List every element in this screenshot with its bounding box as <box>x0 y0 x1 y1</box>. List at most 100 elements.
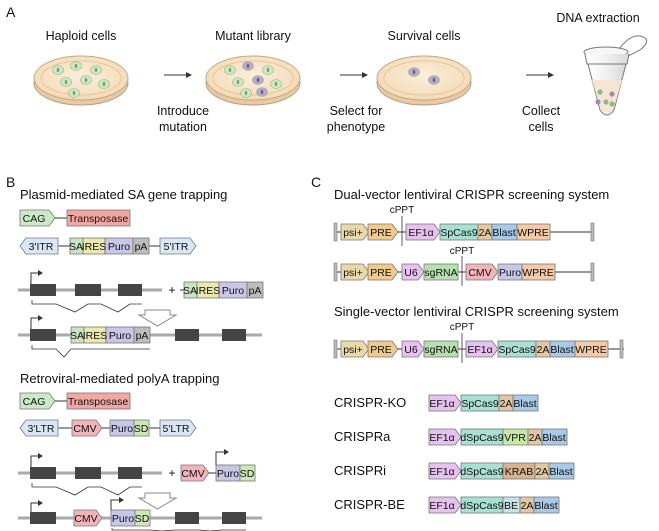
construct-ko <box>428 394 539 412</box>
ef1a-label-i: EF1α <box>429 466 454 478</box>
cell-nucleus <box>236 79 240 85</box>
itr-trap-construct <box>19 237 197 255</box>
itr3-shape <box>19 237 59 255</box>
u6-label-1: U6 <box>404 267 418 279</box>
ef1a-label-a: EF1α <box>429 432 454 444</box>
2a-label-ko: 2A <box>500 398 513 410</box>
cell-nucleus <box>102 81 106 87</box>
arrow-introduce <box>164 72 192 78</box>
gene-locus-1 <box>18 270 162 313</box>
cag-transposase-construct-2 <box>19 392 131 410</box>
puro-label-c: Puro <box>499 267 521 279</box>
puro-label-3: Puro <box>109 330 131 342</box>
dspcas9-label-a: dSpCas9 <box>460 432 503 444</box>
gene-locus-2 <box>18 453 162 496</box>
puro-label-5: Puro <box>112 513 134 525</box>
construct-be <box>428 496 560 514</box>
sa-label-2: SA <box>183 285 197 297</box>
system-label-i: CRISPRi <box>334 463 386 478</box>
2a-label-a: 2A <box>529 432 542 444</box>
psi-label-1: psi+ <box>343 227 363 239</box>
pellet-cell <box>597 89 603 95</box>
2a-label-i: 2A <box>536 466 549 478</box>
ltr-trap-construct <box>19 419 197 437</box>
pre-label-2: PRE <box>370 267 392 279</box>
cag-label-1: CAG <box>23 213 46 225</box>
sa-label: SA <box>69 241 83 253</box>
psi-label-3: psi+ <box>343 344 363 356</box>
cell-group-haploid <box>52 61 110 98</box>
wpre-label-3: WPRE <box>575 344 607 356</box>
blast-label-1: Blast <box>492 227 515 239</box>
cell-nucleus <box>260 89 264 95</box>
puro-label-retro: Puro <box>111 423 133 435</box>
psi-label-2: psi+ <box>343 267 363 279</box>
arrow-label-collect-1: Collect <box>522 104 561 118</box>
cell-group-survival <box>408 67 440 85</box>
blast-label-i: Blast <box>549 466 572 478</box>
transposase-label-1: Transposase <box>68 213 128 225</box>
trap-cassette-1 <box>180 281 264 299</box>
panel-c-letter: C <box>311 174 321 190</box>
cell-nucleus <box>256 77 260 83</box>
down-arrow-icon <box>137 309 178 327</box>
dspcas9-label-be: dSpCas9 <box>460 500 503 512</box>
plasmid-title: Plasmid-mediated SA gene trapping <box>20 187 227 202</box>
pellet-cell <box>603 99 609 105</box>
system-label-be: CRISPR-BE <box>334 497 405 512</box>
cell-nucleus <box>266 67 270 73</box>
retro-title: Retroviral-mediated polyA trapping <box>20 371 219 386</box>
system-label-ko: CRISPR-KO <box>334 395 406 410</box>
construct-i <box>428 462 575 480</box>
blast-label-a: Blast <box>542 432 565 444</box>
ires-label-2: IRES <box>196 285 221 297</box>
stage-label-dna-extraction: DNA extraction <box>556 11 639 25</box>
vpr-label: VPR <box>504 432 526 444</box>
trapped-locus-1 <box>18 315 262 358</box>
system-label-a: CRISPRa <box>334 429 391 444</box>
arrow-label-collect-2: cells <box>528 120 553 134</box>
cell-nucleus <box>244 90 248 96</box>
cmv-promoter-shape <box>71 419 103 437</box>
panel-b-letter: B <box>6 174 15 190</box>
cppt-label-2: cPPT <box>450 246 474 257</box>
arrow-select <box>340 72 368 78</box>
stage-label-survival: Survival cells <box>388 29 461 43</box>
blast-label-ko: Blast <box>513 398 536 410</box>
arrow-label-select-1: Select for <box>330 104 383 118</box>
sgrna-label-1: sgRNA <box>424 267 457 279</box>
stage-label-mutant-library: Mutant library <box>215 29 291 43</box>
itr5-shape <box>159 237 197 255</box>
spcas9-label-ko: SpCas9 <box>461 398 499 410</box>
2a-label-2: 2A <box>537 344 550 356</box>
pre-label-1: PRE <box>370 227 392 239</box>
ef1a-label-2: EF1α <box>467 344 492 356</box>
cell-nucleus <box>228 67 232 73</box>
cell-nucleus <box>412 69 416 75</box>
wpre-label-1: WPRE <box>517 227 549 239</box>
puro-label-2: Puro <box>222 285 244 297</box>
ltr3-label: 3'LTR <box>28 423 55 435</box>
plus-sign-2: + <box>168 466 175 480</box>
cmv-label-c: CMV <box>468 267 491 279</box>
puro-label: Puro <box>108 241 130 253</box>
pre-label-3: PRE <box>370 344 392 356</box>
cell-group-mutant <box>224 61 282 98</box>
arrow-label-introduce-1: Introduce <box>157 104 209 118</box>
dual-vector-title: Dual-vector lentiviral CRISPR screening … <box>334 187 609 202</box>
cell-nucleus <box>274 81 278 87</box>
cmv-label-2: CMV <box>181 468 204 480</box>
sgrna-label-2: sgRNA <box>424 344 457 356</box>
down-arrow-icon-2 <box>137 492 178 510</box>
ires-label: IRES <box>82 241 107 253</box>
cell-nucleus <box>74 63 78 69</box>
cag-transposase-construct-1 <box>19 209 131 227</box>
cag-promoter-shape <box>19 209 56 227</box>
plus-sign-1: + <box>168 283 175 297</box>
dual-vector-1 <box>333 216 595 246</box>
cppt-label-3: cPPT <box>450 322 474 333</box>
be-label: BE <box>504 500 518 512</box>
pa-label-3: pA <box>136 330 149 342</box>
cmv-label-3: CMV <box>74 513 97 525</box>
blast-label-be: Blast <box>534 500 557 512</box>
